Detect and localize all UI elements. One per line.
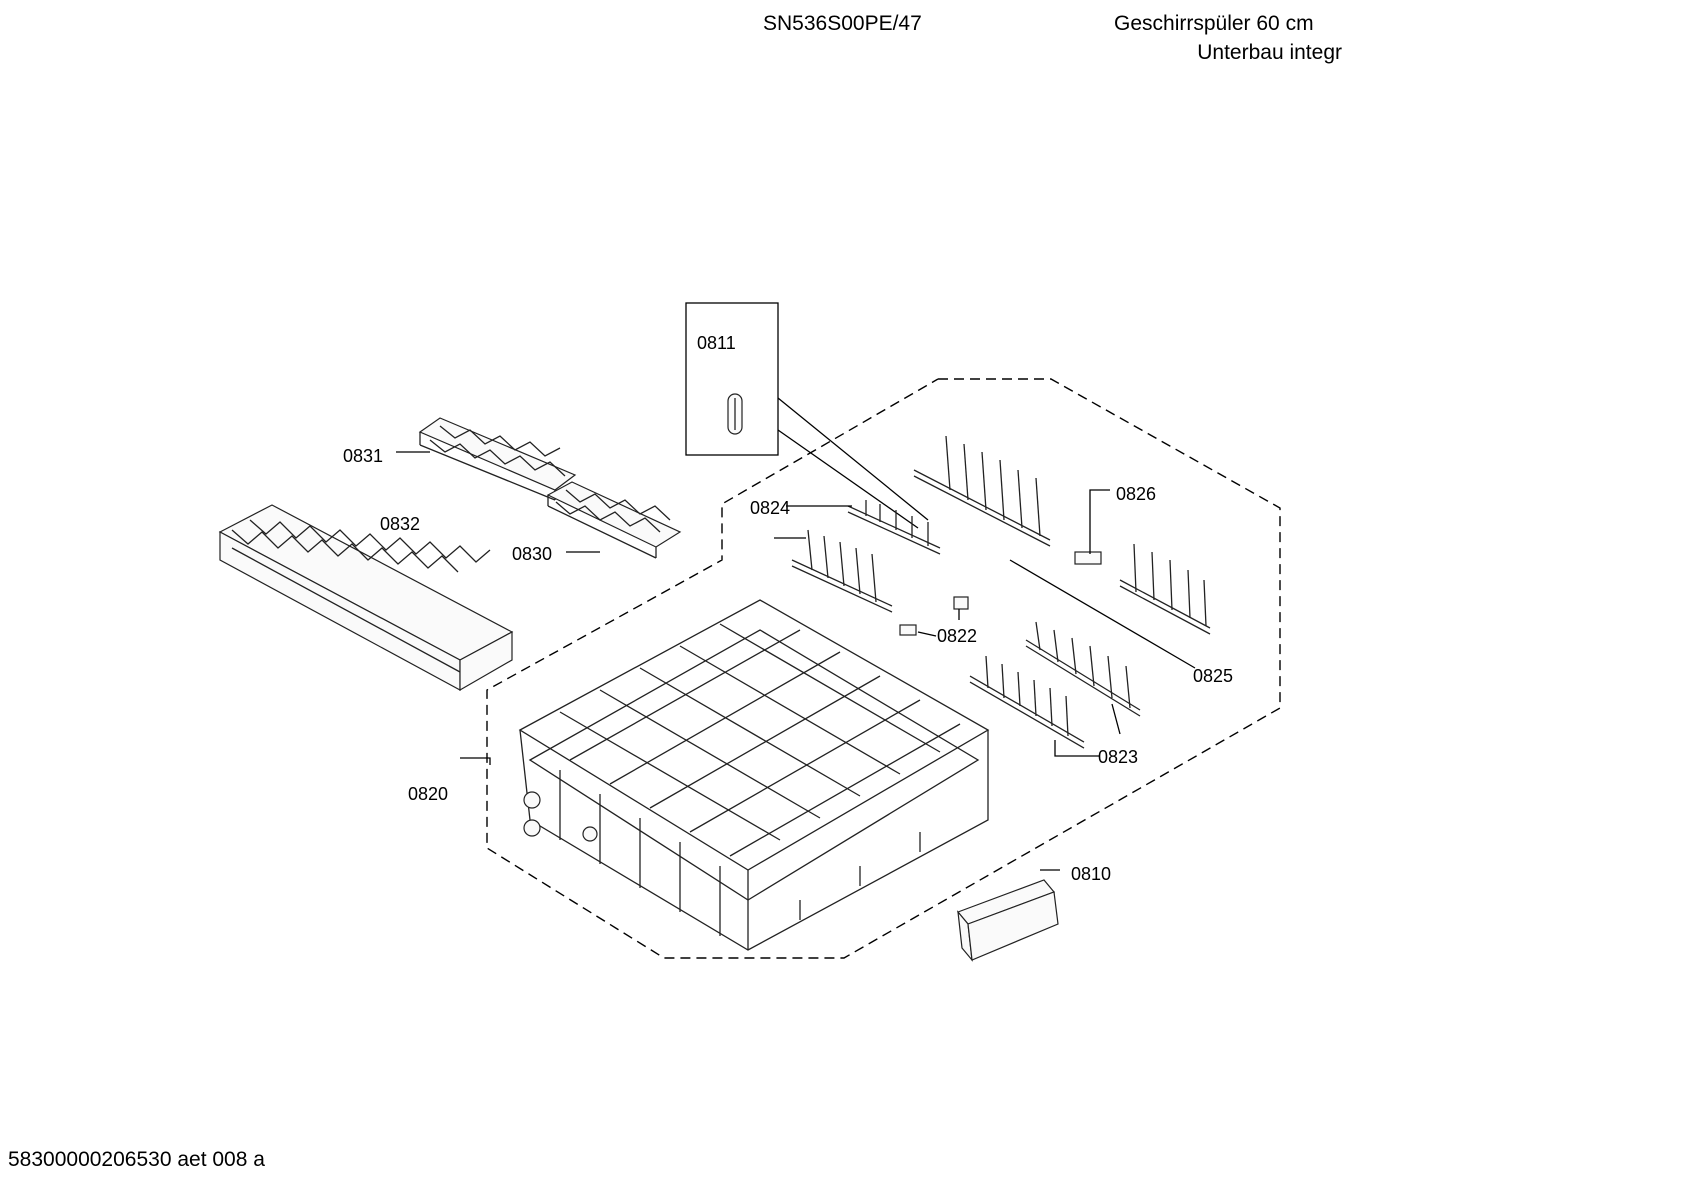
part-label-0825: 0825: [1193, 666, 1233, 686]
part-label-0830: 0830: [512, 544, 552, 564]
leader-0825: [1009, 559, 1196, 669]
inset-lead-lower: [777, 429, 919, 529]
clip-0826: [1074, 551, 1102, 565]
clip-0822: [899, 596, 969, 636]
part-label-0826: 0826: [1116, 484, 1156, 504]
detail-inset-box: [685, 302, 779, 456]
part-label-0811: 0811: [697, 333, 736, 353]
upper-basket-0820: [518, 599, 990, 951]
leader-0823: [1054, 740, 1100, 757]
pin-icon: [727, 393, 743, 435]
cutlery-tray-0832: [218, 504, 514, 692]
document-code: 58300000206530 aet 008 a: [8, 1148, 265, 1171]
holder-0810: [956, 879, 1059, 962]
part-label-0831: 0831: [343, 446, 383, 466]
inset-lead-upper: [777, 397, 929, 521]
leader-0820: [460, 757, 491, 765]
part-label-0832: 0832: [380, 514, 420, 534]
installation-type: Unterbau integr: [1197, 41, 1342, 64]
part-label-0820: 0820: [408, 784, 448, 804]
assembly-boundary: [486, 378, 1281, 959]
small-rack-0830: [546, 481, 682, 559]
part-label-0810: 0810: [1071, 864, 1111, 884]
leader-0826: [1089, 489, 1110, 554]
tine-rack-0825: [913, 435, 1211, 635]
part-label-0822: 0822: [937, 626, 977, 646]
appliance-description: Geschirrspüler 60 cm: [1114, 12, 1314, 35]
model-number: SN536S00PE/47: [763, 12, 922, 35]
part-label-0824: 0824: [750, 498, 790, 518]
small-rack-0831: [418, 417, 577, 501]
leader-0822: [917, 631, 937, 637]
part-label-0823: 0823: [1098, 747, 1138, 767]
leader-0823b: [1111, 703, 1121, 735]
tine-rack-0824: [791, 500, 941, 613]
tine-rack-0823: [969, 621, 1141, 749]
